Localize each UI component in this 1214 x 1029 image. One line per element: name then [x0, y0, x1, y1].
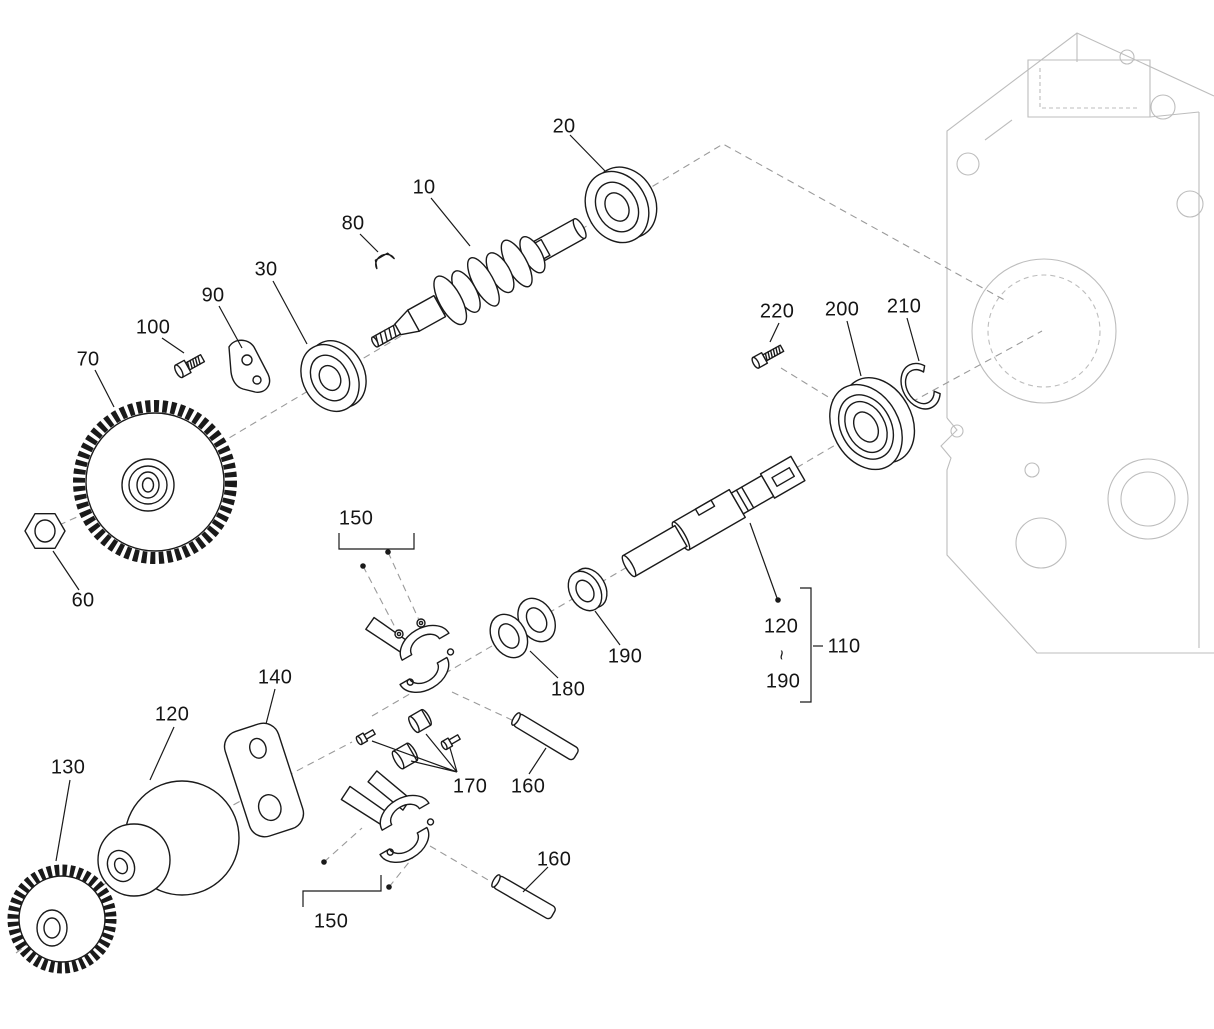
part-label-110: 110	[827, 635, 861, 658]
part-label-170: 170	[452, 775, 488, 798]
screw-centerline	[780, 367, 839, 404]
thrust-washer-front	[567, 567, 608, 612]
governor-hub	[97, 780, 240, 897]
set-screw	[751, 344, 785, 369]
part-label-160-lower: 160	[536, 848, 572, 871]
part-label-100: 100	[135, 316, 171, 339]
part-label-150-lower: 150	[313, 910, 349, 933]
governor-shaft-bearing	[829, 377, 916, 471]
part-label-210: 210	[886, 295, 922, 318]
callout-brackets	[302, 533, 823, 907]
part-label-120: 120	[154, 703, 190, 726]
ball-bearing-rear	[584, 166, 658, 244]
group-range-end-190: 190	[765, 670, 801, 693]
fork-bolts-upper	[394, 618, 426, 639]
group-110-bracket	[800, 587, 812, 703]
part-label-70: 70	[76, 348, 100, 371]
camshaft-gear	[73, 400, 237, 564]
part-label-190: 190	[607, 645, 643, 668]
bolt	[173, 353, 206, 379]
part-label-60: 60	[71, 589, 95, 612]
part-label-80: 80	[341, 212, 365, 235]
part-label-20: 20	[552, 115, 576, 138]
ball-bearing-front	[300, 340, 367, 412]
part-label-180: 180	[550, 678, 586, 701]
camshaft	[371, 218, 587, 348]
part-label-160-upper: 160	[510, 775, 546, 798]
governor-fork-upper	[365, 616, 455, 693]
part-label-220: 220	[759, 300, 795, 323]
group-range-start-120: 120	[763, 615, 799, 638]
governor-shaft	[621, 455, 806, 578]
part-label-150-upper: 150	[338, 507, 374, 530]
roller-bolt	[440, 734, 461, 751]
fork-pin-lower	[491, 874, 556, 920]
thrust-washer-pair	[489, 597, 556, 659]
part-label-30: 30	[254, 258, 278, 281]
part-label-10: 10	[412, 176, 436, 199]
part-label-130: 130	[50, 756, 86, 779]
governor-gear	[7, 864, 117, 974]
roller-bolt	[355, 729, 376, 746]
snap-ring	[900, 362, 941, 410]
stopper-bracket	[228, 339, 271, 393]
part-label-140: 140	[257, 666, 293, 689]
fork-pin-upper	[511, 712, 579, 761]
group-range-tilde: ~	[771, 649, 792, 661]
flange-holder	[223, 722, 305, 838]
governor-fork-lower	[340, 770, 435, 863]
governor-rollers	[355, 708, 461, 770]
engine-block-ghost	[940, 32, 1214, 654]
callout-leaders	[52, 134, 920, 893]
lock-nut	[24, 513, 66, 549]
part-label-90: 90	[201, 284, 225, 307]
woodruff-key	[374, 252, 395, 270]
part-label-200: 200	[824, 298, 860, 321]
